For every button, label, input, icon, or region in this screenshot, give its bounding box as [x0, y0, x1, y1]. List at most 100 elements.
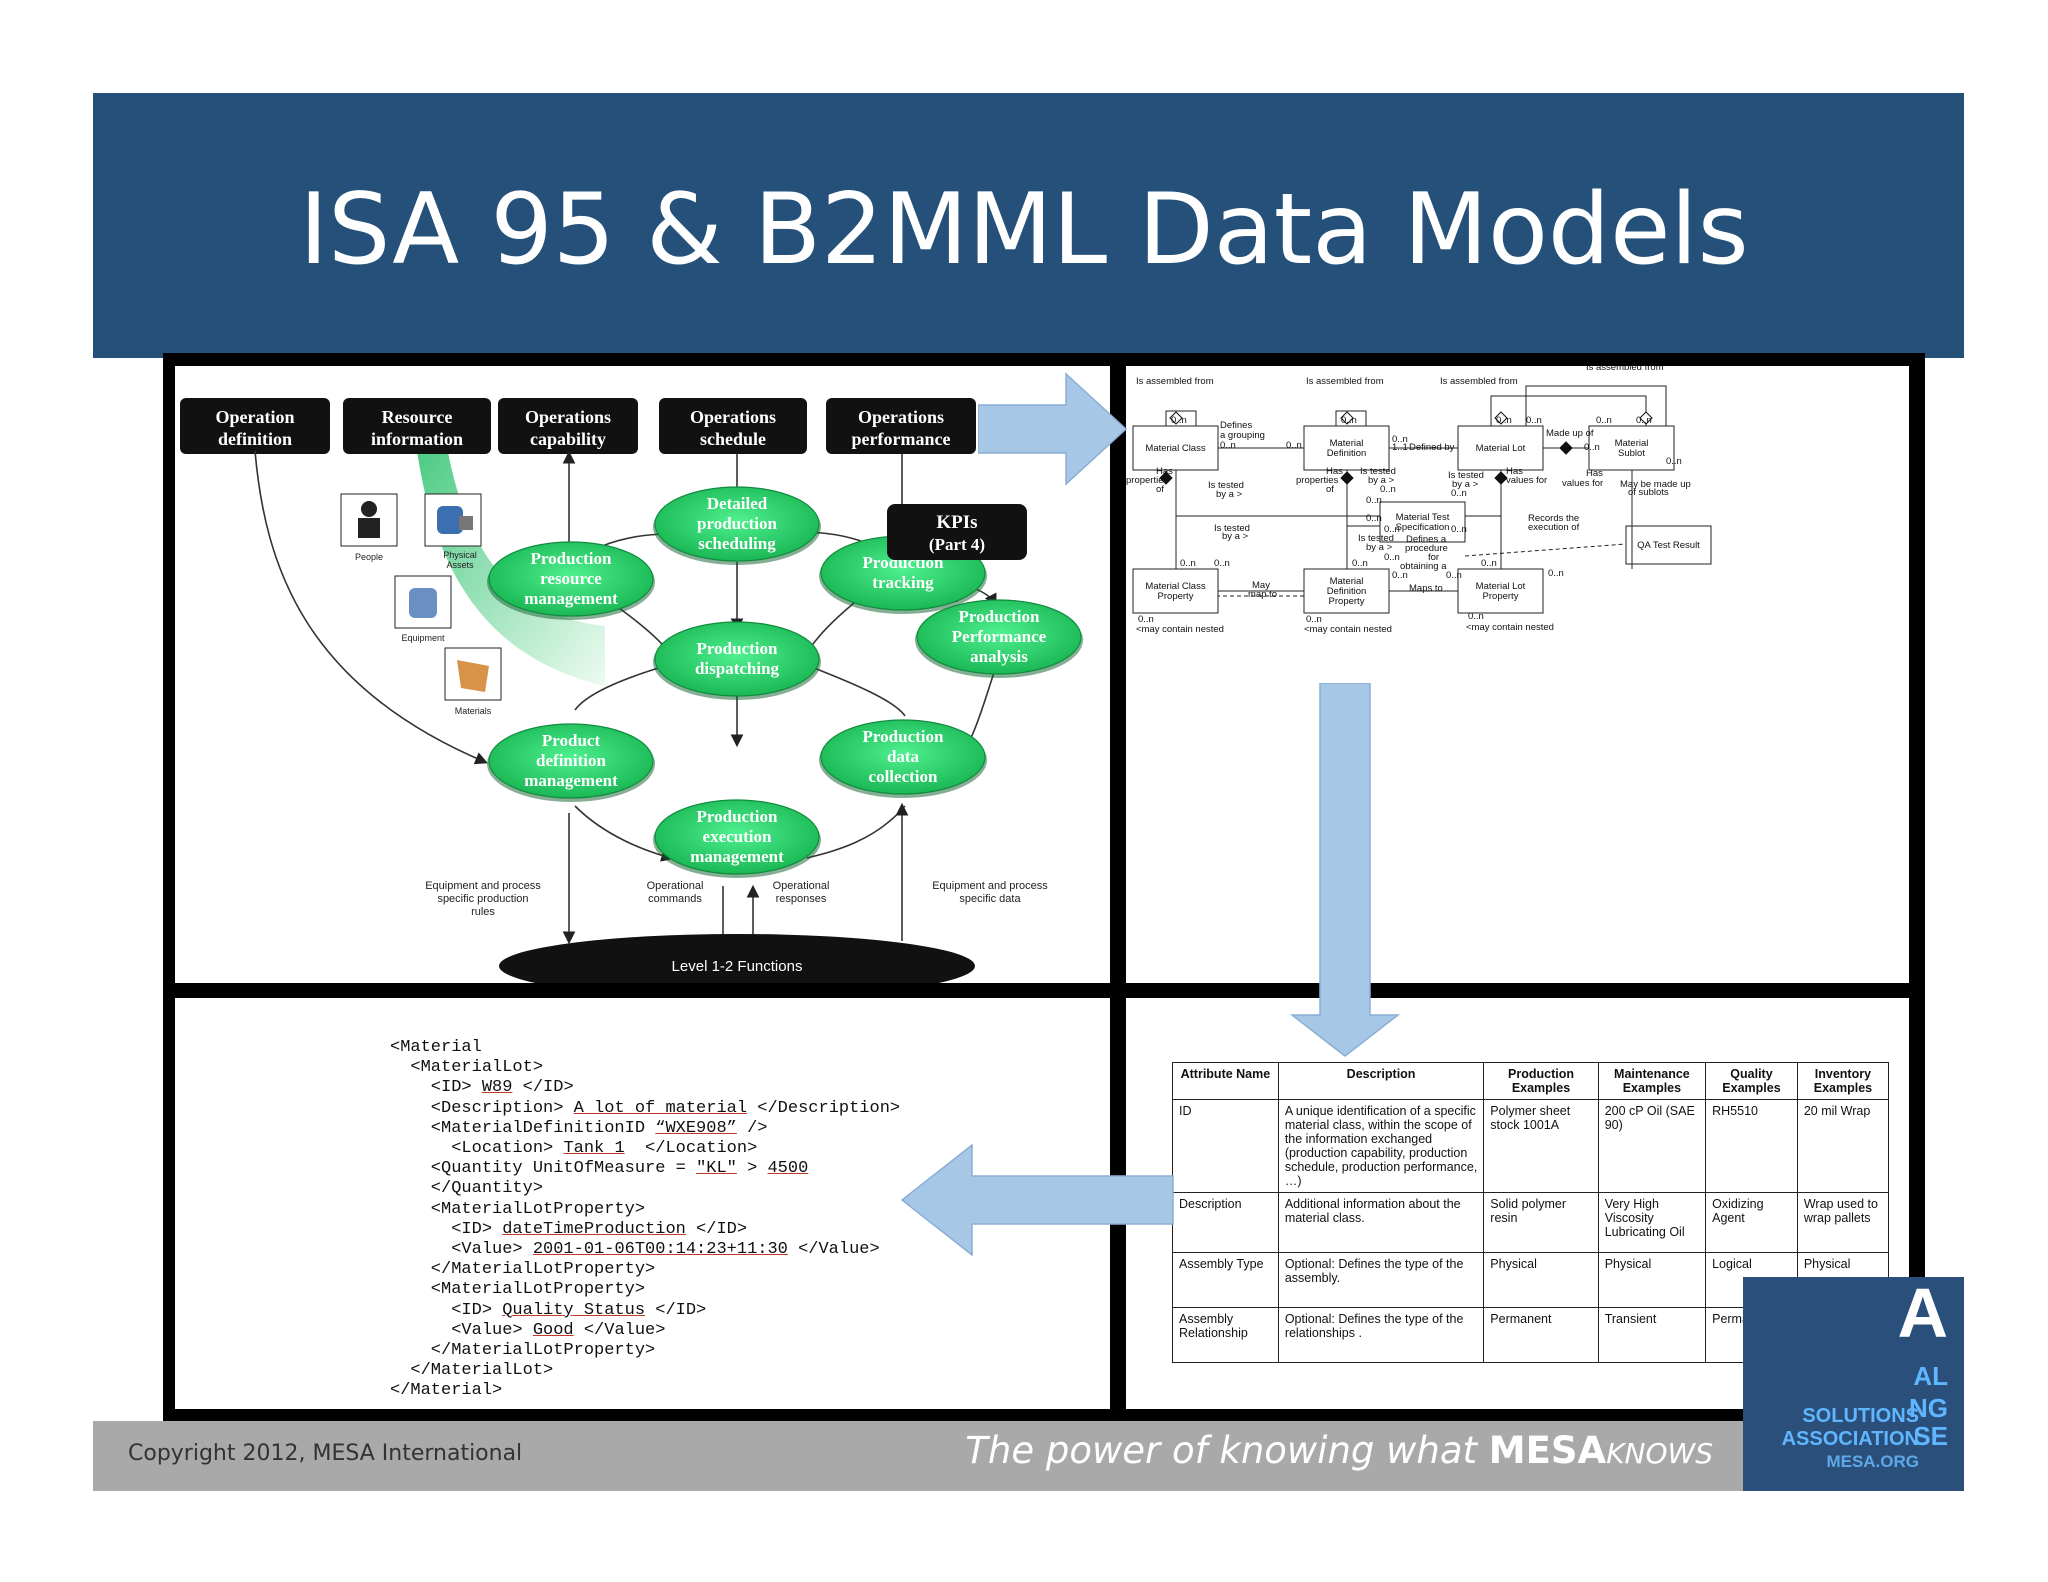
svg-text:0..n: 0..n: [1392, 434, 1408, 445]
svg-text:0..n: 0..n: [1380, 484, 1396, 495]
svg-text:analysis: analysis: [970, 647, 1028, 666]
svg-text:QA Test Result: QA Test Result: [1637, 540, 1700, 551]
svg-text:0..n: 0..n: [1220, 440, 1236, 451]
svg-text:0..n: 0..n: [1171, 415, 1187, 426]
svg-text:Is tested: Is tested: [1358, 533, 1394, 544]
svg-text:Equipment and process: Equipment and process: [932, 880, 1048, 892]
svg-text:by a >: by a >: [1222, 531, 1249, 542]
svg-text:Operations: Operations: [858, 407, 944, 427]
table-cell: Description: [1172, 1192, 1279, 1253]
table-cell: Assembly Relationship: [1172, 1307, 1279, 1363]
table-cell: Solid polymer resin: [1483, 1192, 1599, 1253]
table-header-cell: Description: [1277, 1062, 1485, 1100]
xml-line: </Quantity>: [390, 1179, 544, 1199]
svg-text:by a >: by a >: [1366, 542, 1393, 553]
arrow-right: [978, 372, 1128, 486]
svg-text:Material Lot: Material Lot: [1476, 581, 1526, 592]
svg-text:of: of: [1326, 484, 1334, 495]
kpi-label: KPIs: [936, 512, 977, 533]
logo-text: A: [1897, 1277, 1948, 1352]
xml-line: <MaterialDefinitionID “WXE908” />: [390, 1118, 768, 1138]
physical-assets-icon: [424, 493, 482, 547]
svg-text:Is assembled from: Is assembled from: [1136, 376, 1214, 387]
svg-text:procedure: procedure: [1405, 543, 1448, 554]
svg-text:responses: responses: [776, 893, 827, 905]
svg-text:execution of: execution of: [1528, 522, 1580, 533]
svg-text:Is assembled from: Is assembled from: [1440, 376, 1518, 387]
activity-model-diagram: OperationdefinitionResourceinformationOp…: [180, 398, 1083, 983]
svg-text:Material Test: Material Test: [1396, 512, 1450, 523]
svg-text:Operational: Operational: [773, 880, 830, 892]
uml-diamond: [1340, 471, 1354, 485]
svg-text:of: of: [1156, 484, 1164, 495]
svg-text:0..n: 0..n: [1481, 558, 1497, 569]
xml-line: </MaterialLotProperty>: [390, 1260, 656, 1280]
svg-text:<may contain nested: <may contain nested: [1304, 624, 1392, 635]
logo-text: MESA.ORG: [1826, 1452, 1919, 1471]
svg-text:Material Class: Material Class: [1145, 581, 1205, 592]
svg-text:0..n: 0..n: [1548, 568, 1564, 579]
svg-text:0..n: 0..n: [1584, 442, 1600, 453]
svg-text:obtaining a: obtaining a: [1400, 561, 1447, 572]
svg-text:0..n: 0..n: [1366, 495, 1382, 506]
svg-text:0..n: 0..n: [1451, 524, 1467, 535]
svg-text:Material: Material: [1615, 438, 1649, 449]
arrow-down: [1290, 683, 1400, 1057]
xml-line: <ID> Quality Status </ID>: [390, 1300, 707, 1320]
xml-line: <MaterialLotProperty>: [390, 1280, 646, 1300]
svg-text:Production: Production: [531, 549, 612, 568]
table-cell: Optional: Defines the type of the assemb…: [1277, 1252, 1485, 1308]
svg-text:Property: Property: [1329, 596, 1365, 607]
xml-line: <Value> 2001-01-06T00:14:23+11:30 </Valu…: [390, 1240, 880, 1260]
svg-text:scheduling: scheduling: [698, 534, 776, 553]
svg-text:Has: Has: [1586, 468, 1603, 479]
materials-icon: [444, 647, 502, 701]
svg-text:dispatching: dispatching: [695, 659, 780, 678]
people-icon: [340, 493, 398, 547]
equipment-icon: [394, 575, 452, 629]
svg-text:0..n: 0..n: [1468, 611, 1484, 622]
svg-text:a grouping: a grouping: [1220, 430, 1265, 441]
svg-text:performance: performance: [852, 429, 951, 449]
svg-text:0..n: 0..n: [1636, 415, 1652, 426]
icon-label-people: People: [355, 552, 383, 562]
svg-text:Detailed: Detailed: [707, 494, 768, 513]
svg-text:0..n: 0..n: [1352, 558, 1368, 569]
xml-line: </MaterialLot>: [390, 1361, 554, 1381]
svg-text:Is assembled from: Is assembled from: [1306, 376, 1384, 387]
uml-connectors: [1165, 385, 1667, 592]
tagline-suffix: KNOWS: [1606, 1437, 1713, 1470]
svg-text:0..n: 0..n: [1384, 552, 1400, 563]
table-cell: Additional information about the materia…: [1277, 1192, 1485, 1253]
svg-text:production: production: [697, 514, 778, 533]
svg-text:Is tested: Is tested: [1208, 480, 1244, 491]
svg-text:Product: Product: [542, 731, 601, 750]
xml-line: </Material>: [390, 1381, 503, 1401]
svg-text:resource: resource: [540, 569, 602, 588]
svg-text:collection: collection: [869, 767, 938, 786]
svg-text:0..n: 0..n: [1446, 570, 1462, 581]
svg-text:tracking: tracking: [872, 573, 934, 592]
svg-text:specific data: specific data: [959, 893, 1021, 905]
uml-diamond: [1494, 411, 1508, 425]
svg-text:information: information: [371, 429, 463, 449]
title-banner: [93, 93, 1964, 358]
svg-text:Operation: Operation: [216, 407, 295, 427]
uml-diamond: [1494, 471, 1508, 485]
table-cell: 200 cP Oil (SAE 90): [1597, 1099, 1707, 1193]
svg-text:for: for: [1428, 552, 1439, 563]
svg-text:values for: values for: [1562, 478, 1603, 489]
icon-label-materials: Materials: [455, 706, 492, 716]
logo-text: AL: [1913, 1361, 1948, 1391]
svg-text:execution: execution: [703, 827, 772, 846]
svg-text:commands: commands: [648, 893, 702, 905]
